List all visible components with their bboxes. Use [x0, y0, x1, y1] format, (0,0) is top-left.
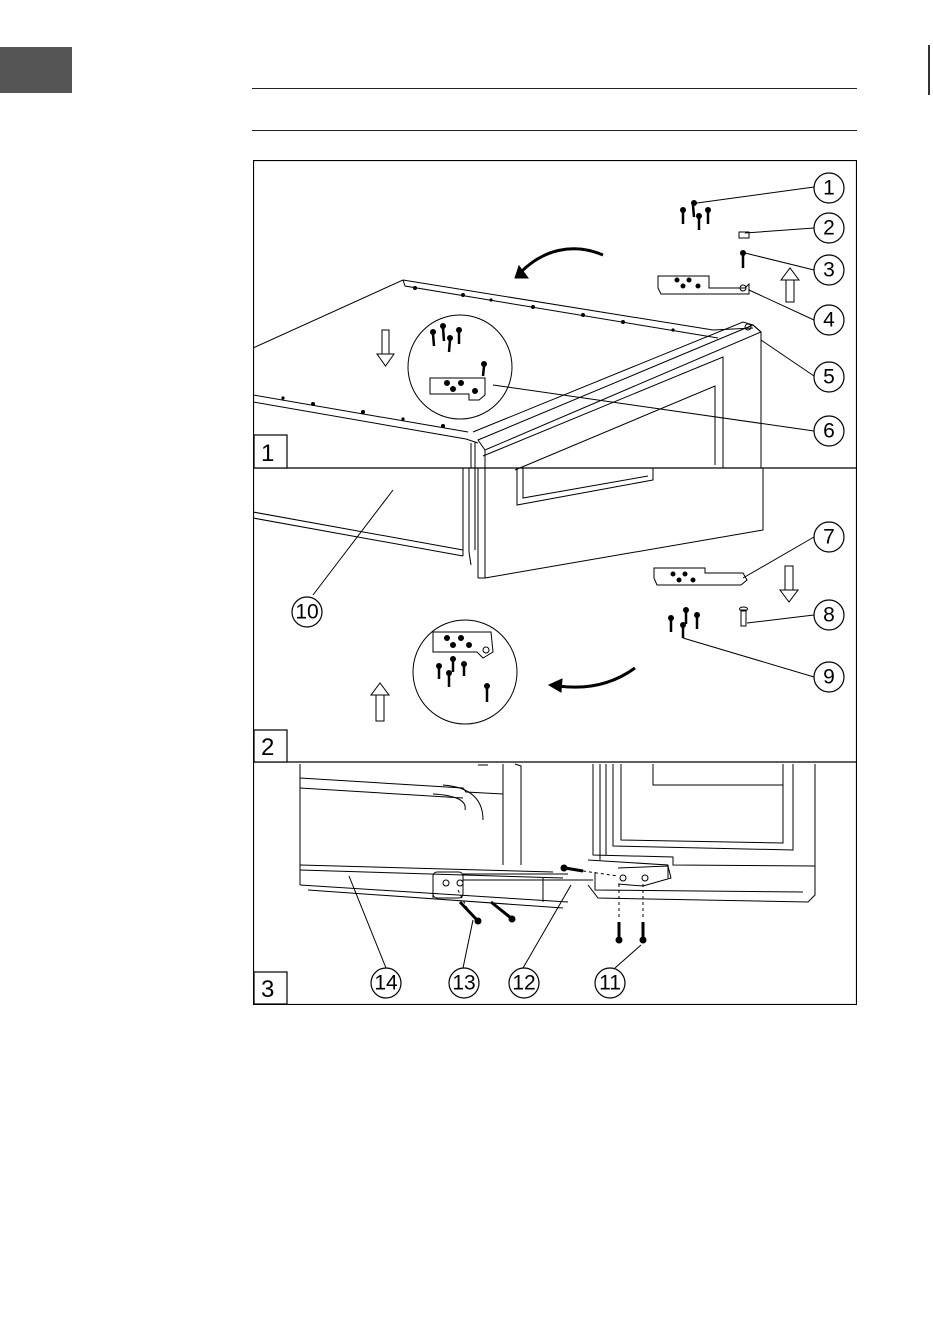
hinge-plate-detail-2	[433, 632, 493, 658]
down-arrow-2	[780, 566, 798, 602]
screws-detail-2	[439, 661, 487, 702]
panel-1	[253, 187, 814, 470]
screws-detail-1	[433, 328, 484, 376]
pin-part-8	[741, 610, 746, 626]
callout-13: 13	[452, 972, 475, 995]
step-3-label: 3	[261, 976, 274, 1003]
hinge-part-4	[658, 276, 749, 294]
hinge-plate-detail-1	[430, 378, 485, 400]
leaders-2	[313, 490, 814, 677]
callout-7: 7	[823, 526, 835, 549]
step-1-box: 1	[254, 435, 287, 468]
callout-10: 10	[295, 601, 318, 624]
hinge-block-11	[618, 866, 671, 886]
assembly-figure: 1 2 3 1 2 3 4 5 6 7 8 9 10 11 12 13 14	[253, 160, 857, 1005]
callout-2: 2	[823, 217, 835, 240]
guides-3	[458, 871, 643, 920]
callout-14: 14	[374, 972, 398, 995]
step-2-label: 2	[261, 734, 274, 761]
up-arrow-1	[781, 268, 799, 302]
header-rule-bottom	[252, 130, 857, 131]
page-edge-mark	[928, 45, 930, 95]
down-arrow-1	[377, 330, 394, 366]
step-1-label: 1	[261, 440, 274, 467]
callout-9: 9	[823, 666, 835, 689]
callout-3: 3	[823, 259, 835, 282]
language-tab	[0, 47, 72, 93]
cabinet-bottom-edge	[253, 512, 463, 550]
up-arrow-2	[371, 683, 389, 721]
callout-6: 6	[823, 420, 835, 443]
callout-11: 11	[599, 972, 621, 995]
hinge-part-7	[654, 568, 747, 585]
callout-5: 5	[823, 366, 835, 389]
callout-1: 1	[823, 177, 835, 200]
callout-12: 12	[512, 972, 535, 995]
step-3-box: 3	[254, 972, 287, 1004]
step-2-box: 2	[254, 730, 287, 762]
rotation-arrow-2	[558, 668, 635, 687]
rotation-arrow-1	[521, 249, 603, 272]
screws-part-1	[683, 205, 743, 268]
top-holes	[281, 286, 674, 428]
panel-3	[300, 764, 815, 968]
callout-8: 8	[823, 604, 835, 627]
panel-2	[253, 468, 814, 724]
door-top-face	[478, 325, 761, 450]
callout-4: 4	[823, 309, 835, 332]
header-rule-top	[252, 88, 857, 89]
figure-frame: 1 2 3 1 2 3 4 5 6 7 8 9 10 11 12 13 14	[253, 160, 857, 1005]
